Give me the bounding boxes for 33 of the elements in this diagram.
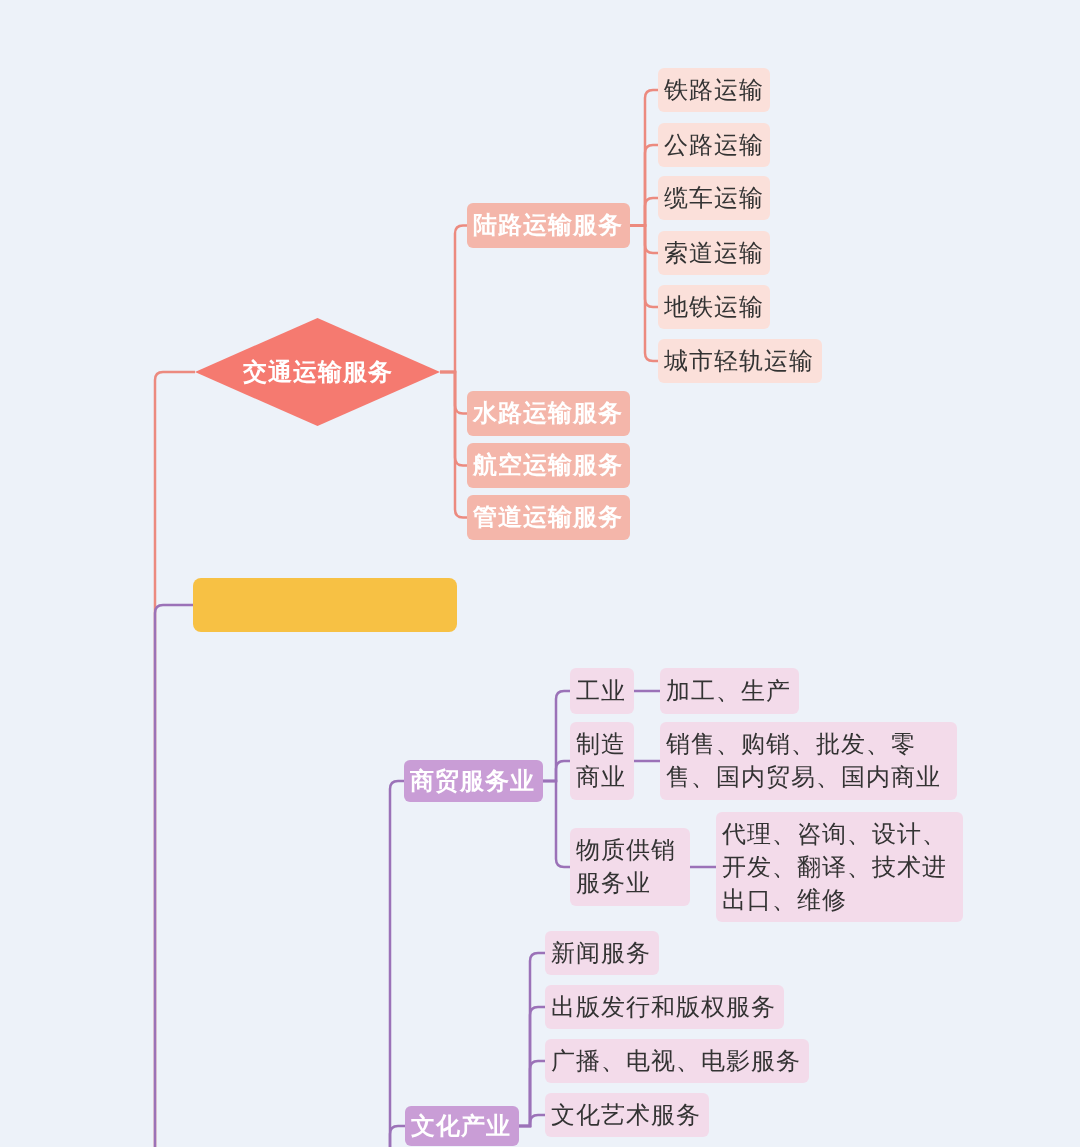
topic-diamond: 交通运输服务 <box>195 318 440 426</box>
subtopic-box: 工业 <box>570 668 634 714</box>
connector-line <box>543 779 570 869</box>
connector-line <box>634 759 660 763</box>
subtopic-box: 代理、咨询、设计、开发、翻译、技术进出口、维修 <box>716 812 963 922</box>
subtopic-box: 广播、电视、电影服务 <box>545 1039 809 1083</box>
subtopic-box: 索道运输 <box>658 231 770 275</box>
subtopic-box: 地铁运输 <box>658 285 770 329</box>
subtopic-box: 销售、购销、批发、零售、国内贸易、国内商业 <box>660 722 957 800</box>
subtopic-box: 制造商业 <box>570 722 634 800</box>
branch-topic-box: 航空运输服务 <box>467 443 630 488</box>
connector-line <box>388 1124 405 1147</box>
branch-topic-box: 商贸服务业 <box>404 760 543 802</box>
subtopic-box: 缆车运输 <box>658 176 770 220</box>
subtopic-box: 铁路运输 <box>658 68 770 112</box>
connector-line <box>634 689 660 693</box>
subtopic-box: 物质供销服务业 <box>570 828 690 906</box>
connector-line <box>153 603 193 1147</box>
connector-line <box>519 1113 545 1128</box>
subtopic-box: 文化艺术服务 <box>545 1093 709 1137</box>
branch-topic-box: 文化产业 <box>405 1106 519 1146</box>
branch-topic-box: 陆路运输服务 <box>467 203 630 248</box>
branch-topic-box: 管道运输服务 <box>467 495 630 540</box>
branch-topic-box: 水路运输服务 <box>467 391 630 436</box>
connector-line <box>630 224 658 363</box>
connector-line <box>690 865 716 869</box>
subtopic-box: 公路运输 <box>658 123 770 167</box>
blank-box <box>193 578 457 632</box>
subtopic-box: 城市轻轨运输 <box>658 339 822 383</box>
connector-line <box>440 370 467 519</box>
subtopic-box: 出版发行和版权服务 <box>545 985 784 1029</box>
subtopic-box: 新闻服务 <box>545 931 659 975</box>
subtopic-box: 加工、生产 <box>660 668 799 714</box>
